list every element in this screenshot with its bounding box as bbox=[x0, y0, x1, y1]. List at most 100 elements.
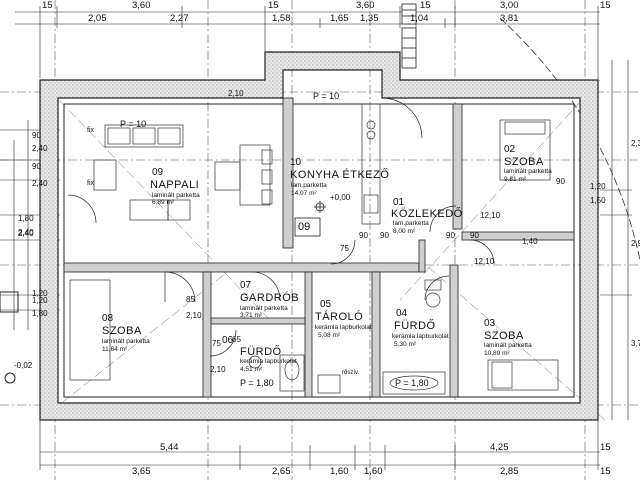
right-dim-2: 1,50 bbox=[590, 196, 606, 205]
right-dim-4: 3,75 bbox=[631, 339, 640, 348]
room-name-szoba02: SZOBA bbox=[504, 156, 544, 168]
left-dim-4: 2,40 bbox=[32, 179, 48, 188]
room-area-kozlekedo: 8,00 m² bbox=[393, 228, 416, 235]
left-dim-8: 1,80 bbox=[32, 309, 48, 318]
right-dim-1: 2,33 bbox=[631, 139, 640, 148]
room-finish-szoba02: laminált parketta bbox=[504, 168, 552, 175]
bottom-dim-2-4: 1,60 bbox=[364, 466, 383, 477]
opening-p18-furdo06: P = 1,80 bbox=[240, 378, 274, 388]
bedroom-furniture bbox=[69, 119, 559, 391]
left-dim-9: -0,02 bbox=[14, 361, 33, 370]
room-finish-konyha: lam.parketta bbox=[291, 182, 327, 189]
room-finish-furdo04: kerámia lapburkolat bbox=[392, 333, 449, 340]
room-number-kozlekedo: 01 bbox=[393, 197, 405, 208]
room-finish-furdo06: kerámia lapburkolat bbox=[240, 358, 297, 365]
dim-65: 65 bbox=[232, 335, 241, 344]
door-swings bbox=[67, 97, 495, 357]
bottom-dim-2-5: 2,85 bbox=[500, 466, 519, 477]
opening-p10-nappali: P = 10 bbox=[120, 119, 147, 129]
top-dim-2-1: 2,05 bbox=[88, 13, 107, 24]
bottom-dim-1-1: 5,44 bbox=[160, 442, 179, 453]
left-dim-1: 90 bbox=[32, 131, 41, 140]
bottom-dim-1-3: 15 bbox=[600, 442, 611, 453]
dim-90-b: 90 bbox=[380, 231, 389, 240]
room-number-gardrob: 07 bbox=[240, 280, 252, 291]
opening-p18-furdo04: P = 1,80 bbox=[395, 378, 429, 388]
bottom-dim-2-1: 3,65 bbox=[132, 466, 151, 477]
left-dim-2: 2,40 bbox=[32, 144, 48, 153]
top-dim-1-6: 3,00 bbox=[500, 0, 519, 11]
room-name-furdo06: FÜRDŐ bbox=[240, 346, 282, 358]
dim-2-10-a: 2,10 bbox=[186, 311, 202, 320]
dim-1-20: 1,20 bbox=[32, 289, 48, 298]
room-finish-tarolo: kerámia lapburkolat bbox=[315, 324, 372, 331]
chimney bbox=[401, 3, 417, 69]
interior-walls bbox=[63, 97, 575, 398]
room-number-konyha: 10 bbox=[290, 157, 302, 168]
room-number-furdo06: 06 bbox=[222, 335, 234, 346]
room-area-furdo06: 4,51 m² bbox=[240, 366, 263, 373]
top-dim-1-5: 15 bbox=[420, 0, 431, 11]
room-area-szoba02: 9,81 m² bbox=[504, 176, 527, 183]
room-name-kozlekedo: KÖZLEKEDŐ bbox=[391, 208, 463, 220]
dim-2-40: 2,40 bbox=[18, 228, 34, 237]
room-area-nappali: 6,89 m² bbox=[152, 199, 175, 206]
room-area-konyha: 14,07 m² bbox=[291, 190, 317, 197]
dim-75-b: 75 bbox=[212, 339, 221, 348]
room-number-nappali: 09 bbox=[152, 167, 164, 178]
room-number-szoba03: 03 bbox=[484, 318, 496, 329]
dim-1-20-r: 1,20 bbox=[590, 182, 606, 191]
kitchen-counter bbox=[361, 103, 381, 225]
left-marks bbox=[0, 291, 19, 384]
right-dimension-lines bbox=[600, 60, 632, 420]
dim-12-10-b: 12,10 bbox=[474, 257, 495, 266]
room-name-tarolo: TÁROLÓ bbox=[315, 311, 364, 323]
left-dim-3: 90 bbox=[32, 162, 41, 171]
room-name-nappali: NAPPALI bbox=[150, 179, 200, 191]
dim-1-40: 1,40 bbox=[522, 237, 538, 246]
living-room-furniture bbox=[93, 124, 273, 221]
floor-level-label: +0,00 bbox=[330, 193, 351, 202]
dim-90-r: 90 bbox=[556, 177, 565, 186]
room-name-szoba08: SZOBA bbox=[102, 325, 142, 337]
dim-2-10-b: 2,10 bbox=[210, 365, 226, 374]
top-dimension-lines bbox=[15, 6, 600, 80]
top-dim-2-4: 1,65 bbox=[330, 13, 349, 24]
dim-90-d: 90 bbox=[470, 231, 479, 240]
left-dim-5: 1,80 bbox=[18, 214, 34, 223]
left-dim-7: 1,20 bbox=[32, 296, 48, 305]
vent-label: rőszív. bbox=[342, 370, 360, 376]
top-dim-2-3: 1,58 bbox=[272, 13, 291, 24]
dim-85: 85 bbox=[186, 295, 195, 304]
dim-2-10-c: 2,10 bbox=[228, 89, 244, 98]
top-dim-1-1: 15 bbox=[42, 0, 53, 11]
room-name-konyha: KONYHA ÉTKEZŐ bbox=[290, 169, 390, 181]
bottom-dimension-lines bbox=[39, 420, 600, 470]
dim-12-10-a: 12,10 bbox=[480, 211, 501, 220]
right-dim-3: 2,95 bbox=[631, 239, 640, 248]
room-number-tarolo: 05 bbox=[320, 299, 332, 310]
room-finish-kozlekedo: lam.parketta bbox=[393, 220, 429, 227]
room-area-szoba08: 11,64 m² bbox=[102, 346, 128, 353]
bottom-dim-2-3: 1,60 bbox=[330, 466, 349, 477]
bathroom-fixtures bbox=[248, 279, 446, 395]
stair-mark-label: 09 bbox=[298, 221, 311, 233]
room-area-gardrob: 3,71 m² bbox=[240, 312, 263, 319]
room-name-gardrob: GARDRÓB bbox=[240, 292, 300, 304]
room-number-szoba08: 08 bbox=[102, 313, 114, 324]
fix-label-2: fix bbox=[87, 180, 94, 187]
level-marker bbox=[294, 201, 326, 237]
bottom-dim-2-2: 2,65 bbox=[272, 466, 291, 477]
top-dim-1-4: 3,60 bbox=[356, 0, 375, 11]
top-dim-1-7: 15 bbox=[600, 0, 611, 11]
wall-inner-lines bbox=[63, 103, 575, 398]
left-dim-6: 2,40 bbox=[18, 229, 34, 238]
room-area-tarolo: 5,08 m² bbox=[318, 332, 341, 339]
bottom-dim-1-2: 4,25 bbox=[490, 442, 509, 453]
bottom-dim-2-6: 15 bbox=[600, 466, 611, 477]
dim-90-c: 90 bbox=[446, 231, 455, 240]
room-name-furdo04: FÜRDŐ bbox=[394, 320, 436, 332]
room-area-furdo04: 5,30 m² bbox=[394, 341, 417, 348]
room-number-szoba02: 02 bbox=[504, 144, 516, 155]
